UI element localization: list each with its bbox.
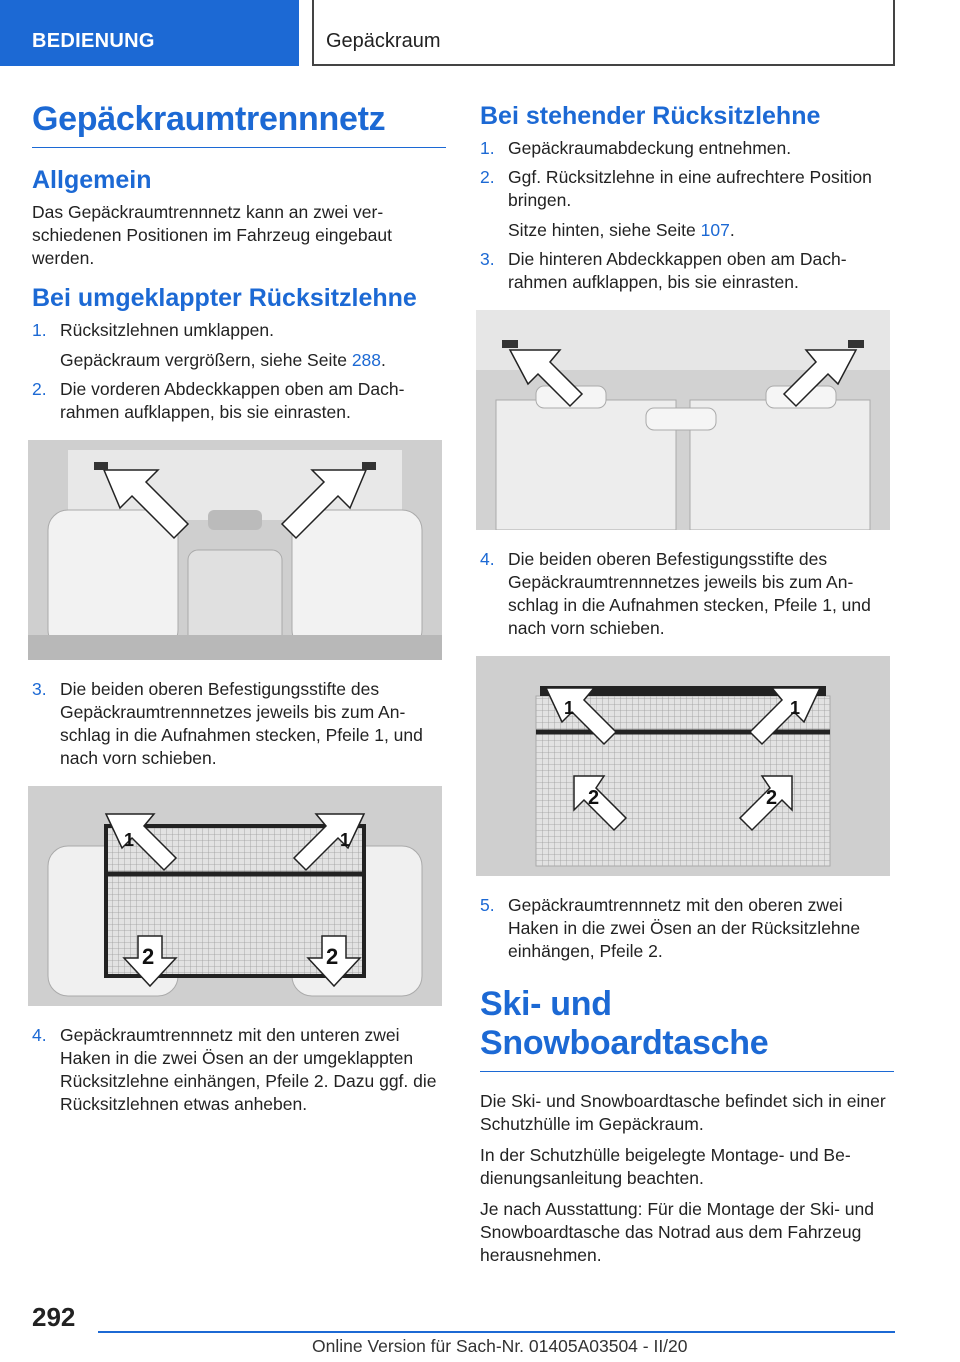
arrow-label: 2 bbox=[142, 944, 154, 969]
ski-bag-text-3: Je nach Ausstattung: Für die Montage der… bbox=[480, 1199, 874, 1265]
step-text: Die hinteren Abdeckkappen oben am Dach­r… bbox=[508, 249, 847, 292]
upright-steps-b: 4. Die beiden oberen Befestigungsstifte … bbox=[480, 548, 894, 640]
step-number: 2. bbox=[480, 167, 495, 187]
step-text: Gepäckraumabdeckung entnehmen. bbox=[508, 138, 792, 158]
list-item: 4. Die beiden oberen Befestigungsstifte … bbox=[480, 548, 894, 640]
step-text: Die beiden oberen Befestigungsstifte des… bbox=[508, 549, 871, 638]
step-text: Gepäckraumtrennnetz mit den unteren zwei… bbox=[60, 1025, 437, 1114]
list-item: 4. Gepäckraumtrennnetz mit den unteren z… bbox=[32, 1024, 446, 1116]
heading-upright-seat: Bei stehender Rücksitzlehne bbox=[480, 102, 821, 130]
arrow-label: 1 bbox=[124, 830, 134, 850]
folded-steps-a: 1. Rücksitzlehnen umklappen. Gepäckraum … bbox=[32, 319, 446, 424]
folded-steps-c: 4. Gepäckraumtrennnetz mit den unteren z… bbox=[32, 1024, 446, 1116]
allgemein-text: Das Gepäckraumtrennnetz kann an zwei ver… bbox=[32, 202, 392, 268]
page-link[interactable]: 107 bbox=[700, 220, 730, 240]
step-text: Die beiden oberen Befestigungsstifte des… bbox=[60, 679, 423, 768]
step-number: 4. bbox=[32, 1025, 47, 1045]
step-number: 1. bbox=[480, 138, 495, 158]
left-column: Gepäckraumtrennnetz Allgemein Das Gepäck… bbox=[28, 100, 446, 1122]
step-note: Gepäckraum vergrößern, siehe Seite 288. bbox=[60, 350, 386, 370]
upright-steps-c: 5. Gepäckraumtrennnetz mit den oberen zw… bbox=[480, 894, 894, 963]
list-item: 2. Die vorderen Abdeckkappen oben am Dac… bbox=[32, 378, 446, 424]
arrow-label: 2 bbox=[326, 944, 338, 969]
upright-steps-a: 1. Gepäckraumabdeckung entnehmen. 2. Ggf… bbox=[480, 137, 894, 294]
step-number: 3. bbox=[32, 679, 47, 699]
right-column: Bei stehender Rücksitzlehne 1. Gepäckrau… bbox=[476, 100, 894, 1275]
list-item: 1. Gepäckraumabdeckung entnehmen. bbox=[480, 137, 894, 160]
illustration-net-upright: 1 1 2 2 bbox=[476, 656, 890, 876]
step-text: Gepäckraumtrennnetz mit den oberen zwei … bbox=[508, 895, 861, 961]
folded-steps-b: 3. Die beiden oberen Befestigungsstifte … bbox=[32, 678, 446, 770]
arrow-label: 2 bbox=[766, 787, 777, 809]
step-text: Rücksitzlehnen umklappen. bbox=[60, 320, 275, 340]
illustration-net-folded: 1 1 2 2 bbox=[28, 786, 442, 1006]
arrow-label: 2 bbox=[588, 787, 599, 809]
ski-bag-text-1: Die Ski- und Snowboardtasche befindet si… bbox=[480, 1091, 886, 1134]
step-number: 2. bbox=[32, 379, 47, 399]
footer-online-version: Online Version für Sach-Nr. 01405A03504 … bbox=[312, 1336, 688, 1356]
arrow-label: 1 bbox=[564, 698, 574, 718]
page-link[interactable]: 288 bbox=[351, 350, 382, 370]
ski-bag-title: Ski- und Snowboardtasche bbox=[480, 985, 894, 1072]
step-number: 4. bbox=[480, 549, 495, 569]
ski-bag-text-2: In der Schutzhülle beigelegte Montage- u… bbox=[480, 1145, 851, 1188]
step-text: Die vorderen Abdeckkappen oben am Dach­r… bbox=[60, 379, 405, 422]
illustration-front-caps bbox=[28, 440, 442, 660]
chapter-title: Gepäckraum bbox=[312, 0, 895, 66]
step-number: 3. bbox=[480, 249, 495, 269]
list-item: 5. Gepäckraumtrennnetz mit den oberen zw… bbox=[480, 894, 894, 963]
list-item: 2. Ggf. Rücksitzlehne in eine aufrechter… bbox=[480, 166, 894, 242]
arrow-label: 1 bbox=[790, 698, 800, 718]
section-tab: BEDIENUNG bbox=[0, 0, 299, 66]
footer-divider bbox=[98, 1331, 895, 1333]
list-item: 3. Die hinteren Abdeckkappen oben am Dac… bbox=[480, 248, 894, 294]
heading-folded-seat: Bei umgeklappter Rücksitzlehne bbox=[32, 284, 417, 312]
list-item: 1. Rücksitzlehnen umklappen. Gepäckraum … bbox=[32, 319, 446, 372]
arrow-label: 1 bbox=[340, 830, 350, 850]
step-number: 5. bbox=[480, 895, 495, 915]
list-item: 3. Die beiden oberen Befestigungsstifte … bbox=[32, 678, 446, 770]
page-number: 292 bbox=[32, 1302, 76, 1332]
step-note: Sitze hinten, siehe Seite 107. bbox=[508, 220, 735, 240]
step-text: Ggf. Rücksitzlehne in eine aufrechtere P… bbox=[508, 167, 872, 210]
step-number: 1. bbox=[32, 320, 47, 340]
illustration-rear-caps bbox=[476, 310, 890, 530]
heading-allgemein: Allgemein bbox=[32, 166, 152, 194]
page-title: Gepäckraumtrennnetz bbox=[32, 100, 446, 148]
page-header: BEDIENUNG Gepäckraum bbox=[0, 0, 960, 66]
